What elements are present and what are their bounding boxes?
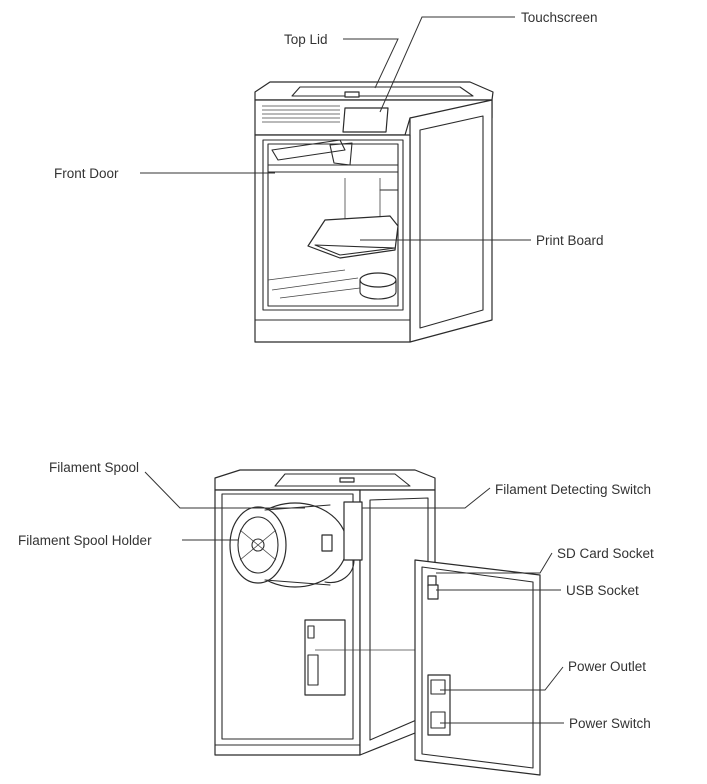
label-filament-spool-holder: Filament Spool Holder (18, 533, 152, 548)
label-usb-socket: USB Socket (566, 583, 639, 598)
label-filament-spool: Filament Spool (49, 460, 139, 475)
label-power-outlet: Power Outlet (568, 659, 646, 674)
label-print-board: Print Board (536, 233, 604, 248)
detecting-switch-block (343, 501, 363, 561)
touchscreen-panel (342, 107, 389, 133)
back-view-leaders (144, 471, 564, 724)
front-view-leaders (140, 16, 531, 241)
printer-front-view (254, 81, 494, 343)
label-front-door: Front Door (54, 166, 119, 181)
vent-lines (262, 105, 340, 123)
printer-back-view (214, 469, 436, 756)
label-power-switch: Power Switch (569, 716, 651, 731)
label-top-lid: Top Lid (284, 32, 328, 47)
label-filament-detecting-switch: Filament Detecting Switch (495, 482, 651, 497)
label-sd-card-socket: SD Card Socket (557, 546, 654, 561)
label-touchscreen: Touchscreen (521, 10, 598, 25)
opened-door (414, 559, 541, 776)
